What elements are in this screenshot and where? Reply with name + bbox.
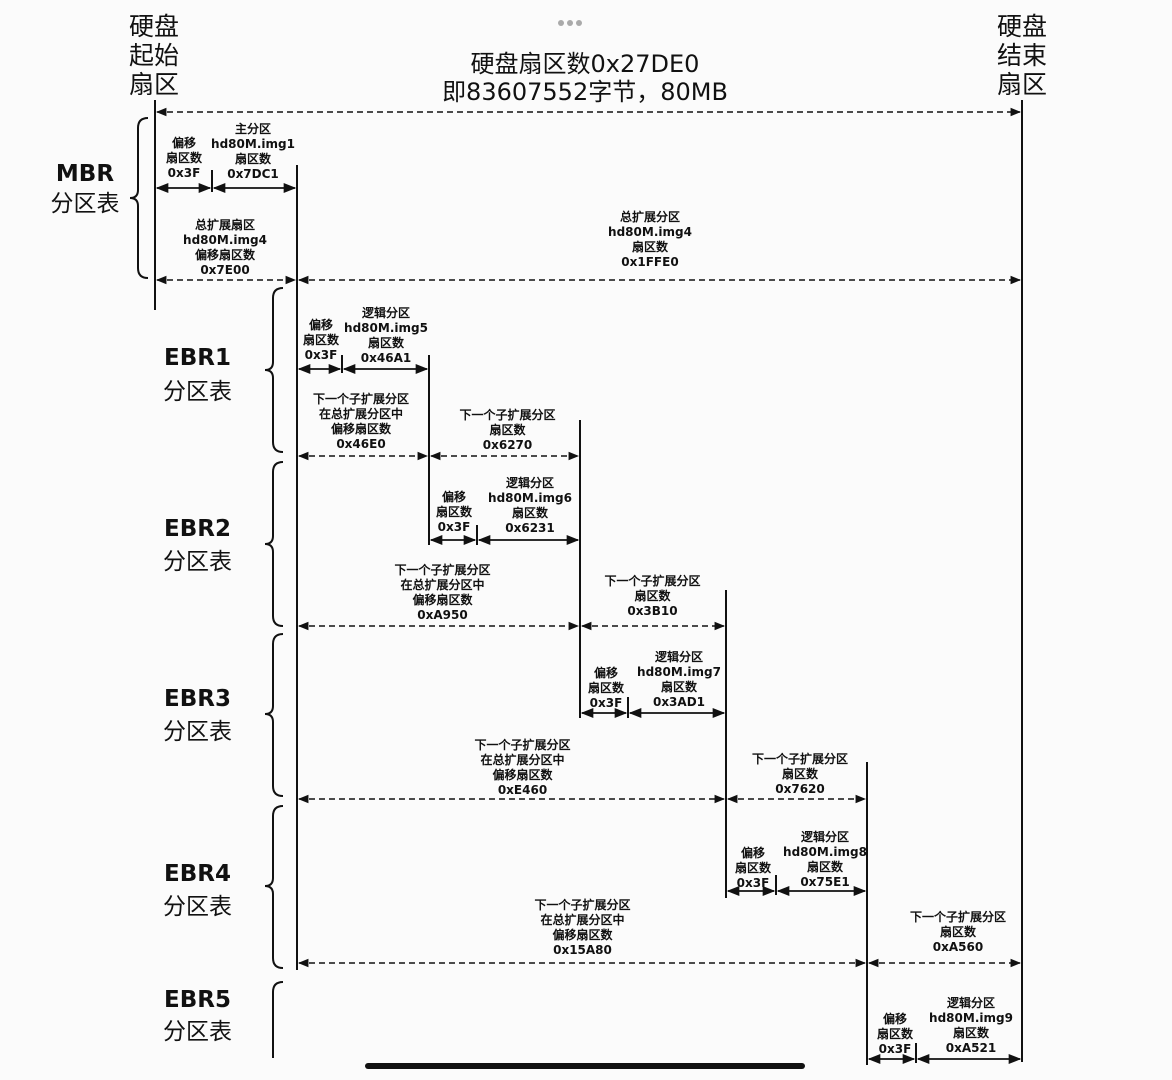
ebr2-brace	[264, 461, 284, 627]
ebr4-next-size-label: 下一个子扩展分区 扇区数 0xA560	[909, 910, 1006, 954]
ebr1-brace	[264, 287, 284, 453]
ebr5-brace	[272, 981, 284, 1058]
disk-size-bytes: 即83607552字节，80MB	[442, 78, 728, 106]
ebr1-subtitle: 分区表	[163, 379, 232, 405]
mbr-brace	[129, 117, 149, 279]
ebr4-logical-label: 逻辑分区 hd80M.img8 扇区数 0x75E1	[783, 830, 867, 889]
ebr4-offset-label: 偏移 扇区数 0x3F	[734, 846, 771, 890]
ebr2-subtitle: 分区表	[163, 549, 232, 575]
ebr2-title: EBR2	[164, 516, 231, 542]
ebr3-brace	[264, 633, 284, 797]
ebr2-logical-label: 逻辑分区 hd80M.img6 扇区数 0x6231	[488, 476, 572, 535]
ebr1-logical-label: 逻辑分区 hd80M.img5 扇区数 0x46A1	[344, 306, 428, 365]
disk-start-caption: 硬盘 起始 扇区	[128, 12, 179, 99]
mbr-ext-offset-label: 总扩展扇区 hd80M.img4 偏移扇区数 0x7E00	[183, 218, 267, 277]
ebr3-next-size-label: 下一个子扩展分区 扇区数 0x7620	[751, 752, 848, 796]
ebr3-subtitle: 分区表	[163, 719, 232, 745]
mbr-title: MBR	[55, 161, 115, 187]
ebr5-offset-label: 偏移 扇区数 0x3F	[876, 1012, 913, 1056]
ebr1-offset-label: 偏移 扇区数 0x3F	[302, 318, 339, 362]
home-indicator-bar[interactable]	[365, 1063, 805, 1069]
mbr-subtitle: 分区表	[50, 191, 120, 217]
ebr5-title: EBR5	[164, 987, 231, 1013]
ebr3-offset-label: 偏移 扇区数 0x3F	[587, 666, 624, 710]
ebr2-next-offset-label: 下一个子扩展分区 在总扩展分区中 偏移扇区数 0xA950	[394, 563, 491, 622]
ebr2-offset-label: 偏移 扇区数 0x3F	[435, 490, 472, 534]
ebr1-next-offset-label: 下一个子扩展分区 在总扩展分区中 偏移扇区数 0x46E0	[312, 392, 409, 451]
disk-size-title: 硬盘扇区数0x27DE0	[470, 50, 700, 78]
ebr4-subtitle: 分区表	[163, 894, 232, 920]
mbr-offset-label: 偏移 扇区数 0x3F	[165, 136, 202, 180]
ebr5-subtitle: 分区表	[163, 1019, 232, 1045]
ebr2-next-size-label: 下一个子扩展分区 扇区数 0x3B10	[604, 574, 701, 618]
ebr1-title: EBR1	[164, 345, 231, 371]
mbr-primary-label: 主分区 hd80M.img1 扇区数 0x7DC1	[211, 122, 295, 181]
ebr1-next-size-label: 下一个子扩展分区 扇区数 0x6270	[459, 408, 556, 452]
ebr5-logical-label: 逻辑分区 hd80M.img9 扇区数 0xA521	[929, 996, 1013, 1055]
window-grabber-dots[interactable]	[558, 11, 588, 26]
ebr4-title: EBR4	[164, 861, 231, 887]
mbr-ext-size-label: 总扩展分区 hd80M.img4 扇区数 0x1FFE0	[608, 210, 692, 269]
ebr4-next-offset-label: 下一个子扩展分区 在总扩展分区中 偏移扇区数 0x15A80	[534, 898, 631, 957]
ebr3-logical-label: 逻辑分区 hd80M.img7 扇区数 0x3AD1	[637, 650, 721, 709]
disk-end-caption: 硬盘 结束 扇区	[996, 12, 1047, 99]
ebr3-title: EBR3	[164, 686, 231, 712]
ebr3-next-offset-label: 下一个子扩展分区 在总扩展分区中 偏移扇区数 0xE460	[474, 738, 571, 797]
ebr4-brace	[264, 805, 284, 969]
